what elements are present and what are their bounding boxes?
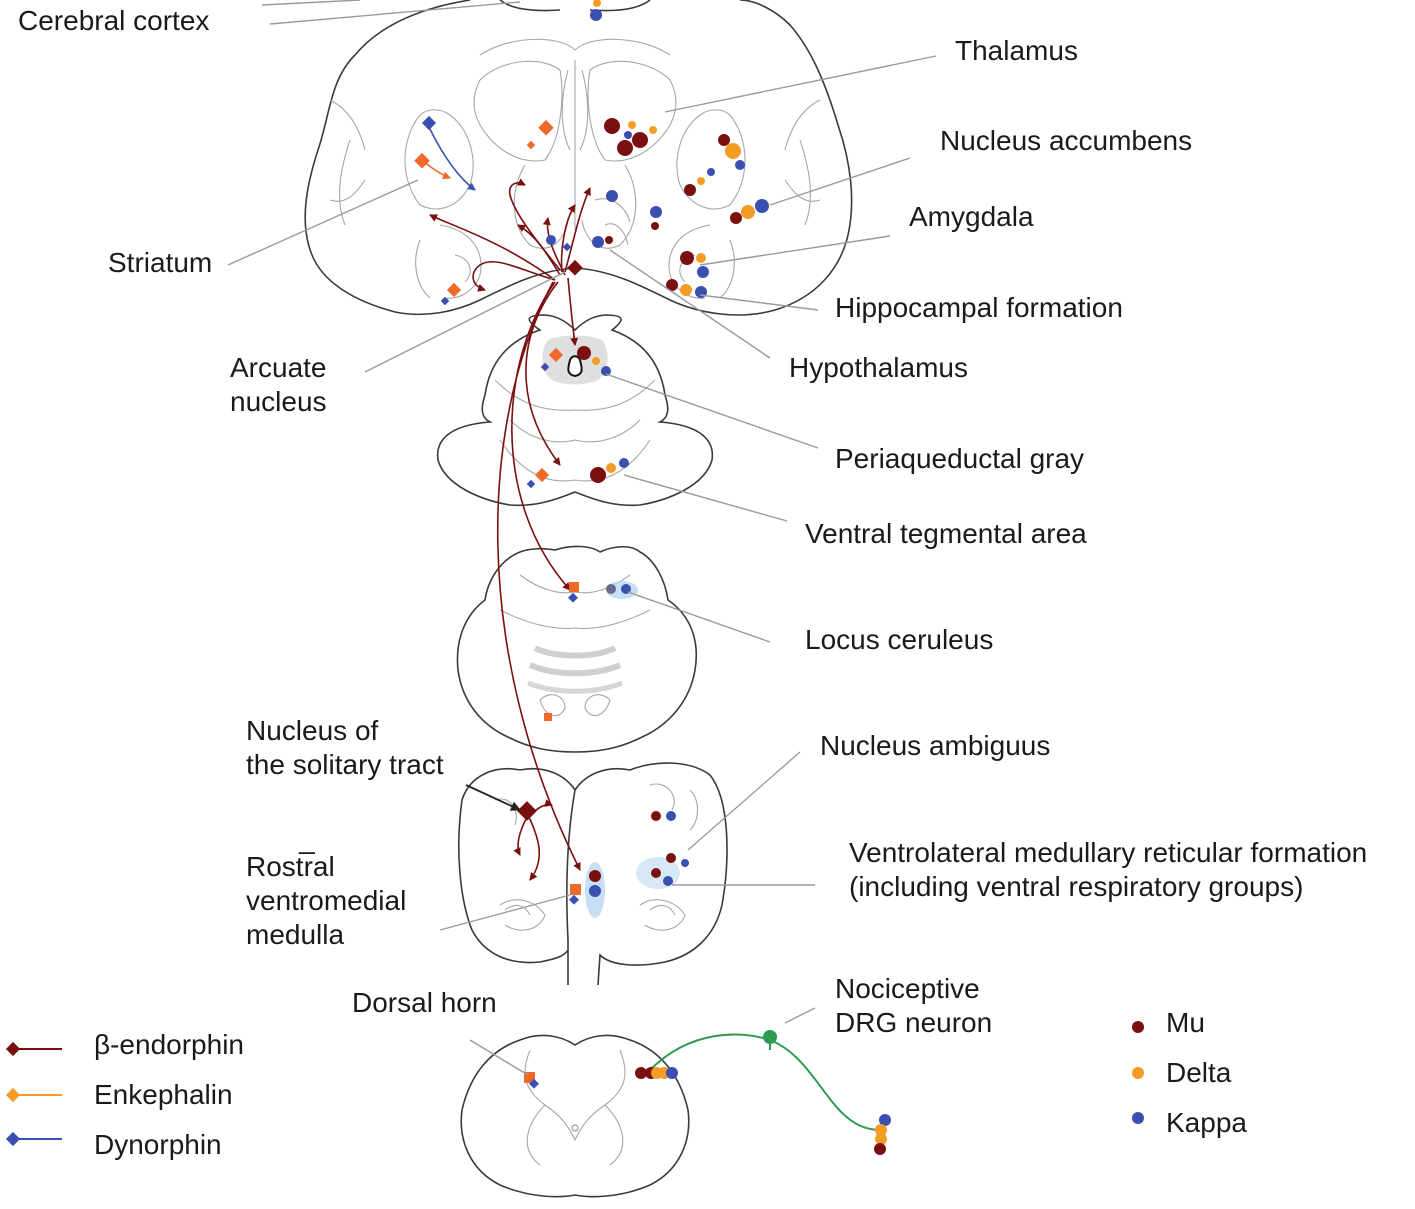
label-drg-line2: DRG neuron xyxy=(835,1007,992,1038)
label-hippocampal-formation: Hippocampal formation xyxy=(835,292,1123,323)
region-labels: Cerebral cortex Thalamus Nucleus accumbe… xyxy=(18,5,1367,1038)
pons-section xyxy=(457,546,696,752)
label-vlm-line2: (including ventral respiratory groups) xyxy=(849,871,1303,902)
legend-label-mu: Mu xyxy=(1166,1007,1205,1038)
legend-label-beta-endorphin: β-endorphin xyxy=(94,1029,244,1060)
delta-dot-icon xyxy=(1132,1067,1144,1079)
legend-item-delta: Delta xyxy=(1132,1057,1232,1088)
legend-item-kappa: Kappa xyxy=(1132,1107,1247,1138)
label-nts-line2: the solitary tract xyxy=(246,749,444,780)
legend-label-kappa: Kappa xyxy=(1166,1107,1247,1138)
label-ventral-tegmental-area: Ventral tegmental area xyxy=(805,518,1087,549)
legend-receptors: Mu Delta Kappa xyxy=(1132,1007,1247,1138)
legend-label-delta: Delta xyxy=(1166,1057,1232,1088)
legend-item-beta-endorphin: β-endorphin xyxy=(6,1029,244,1060)
label-nucleus-accumbens: Nucleus accumbens xyxy=(940,125,1192,156)
spinal-cord-section xyxy=(461,1035,688,1196)
label-cerebral-cortex: Cerebral cortex xyxy=(18,5,209,36)
label-arcuate-line1: Arcuate xyxy=(230,352,327,383)
label-thalamus: Thalamus xyxy=(955,35,1078,66)
drg-cell-body xyxy=(763,1030,777,1044)
striatum-arrows xyxy=(424,125,475,190)
label-dorsal-horn: Dorsal horn xyxy=(352,987,497,1018)
label-vlm-line1: Ventrolateral medullary reticular format… xyxy=(849,837,1367,868)
label-rostral-line1: Rostr̅al xyxy=(246,851,335,882)
label-arcuate-line2: nucleus xyxy=(230,386,327,417)
legend-item-dynorphin: Dynorphin xyxy=(6,1129,222,1160)
label-drg-line1: Nociceptive xyxy=(835,973,980,1004)
label-rostral-line2: ventromedial xyxy=(246,885,406,916)
kappa-dot-icon xyxy=(1132,1112,1144,1124)
label-nts-line1: Nucleus of xyxy=(246,715,379,746)
mu-dot-icon xyxy=(1132,1021,1144,1033)
legend-item-mu: Mu xyxy=(1132,1007,1205,1038)
label-periaqueductal-gray: Periaqueductal gray xyxy=(835,443,1084,474)
label-nucleus-ambiguus: Nucleus ambiguus xyxy=(820,730,1050,761)
label-striatum: Striatum xyxy=(108,247,212,278)
legend-peptides: β-endorphin Enkephalin Dynorphin xyxy=(6,1029,244,1160)
legend-item-enkephalin: Enkephalin xyxy=(6,1079,233,1110)
label-locus-ceruleus: Locus ceruleus xyxy=(805,624,993,655)
drg-neuron xyxy=(650,1030,880,1130)
legend-label-enkephalin: Enkephalin xyxy=(94,1079,233,1110)
label-hypothalamus: Hypothalamus xyxy=(789,352,968,383)
label-amygdala: Amygdala xyxy=(909,201,1034,232)
label-rostral-line3: medulla xyxy=(246,919,344,950)
legend-label-dynorphin: Dynorphin xyxy=(94,1129,222,1160)
